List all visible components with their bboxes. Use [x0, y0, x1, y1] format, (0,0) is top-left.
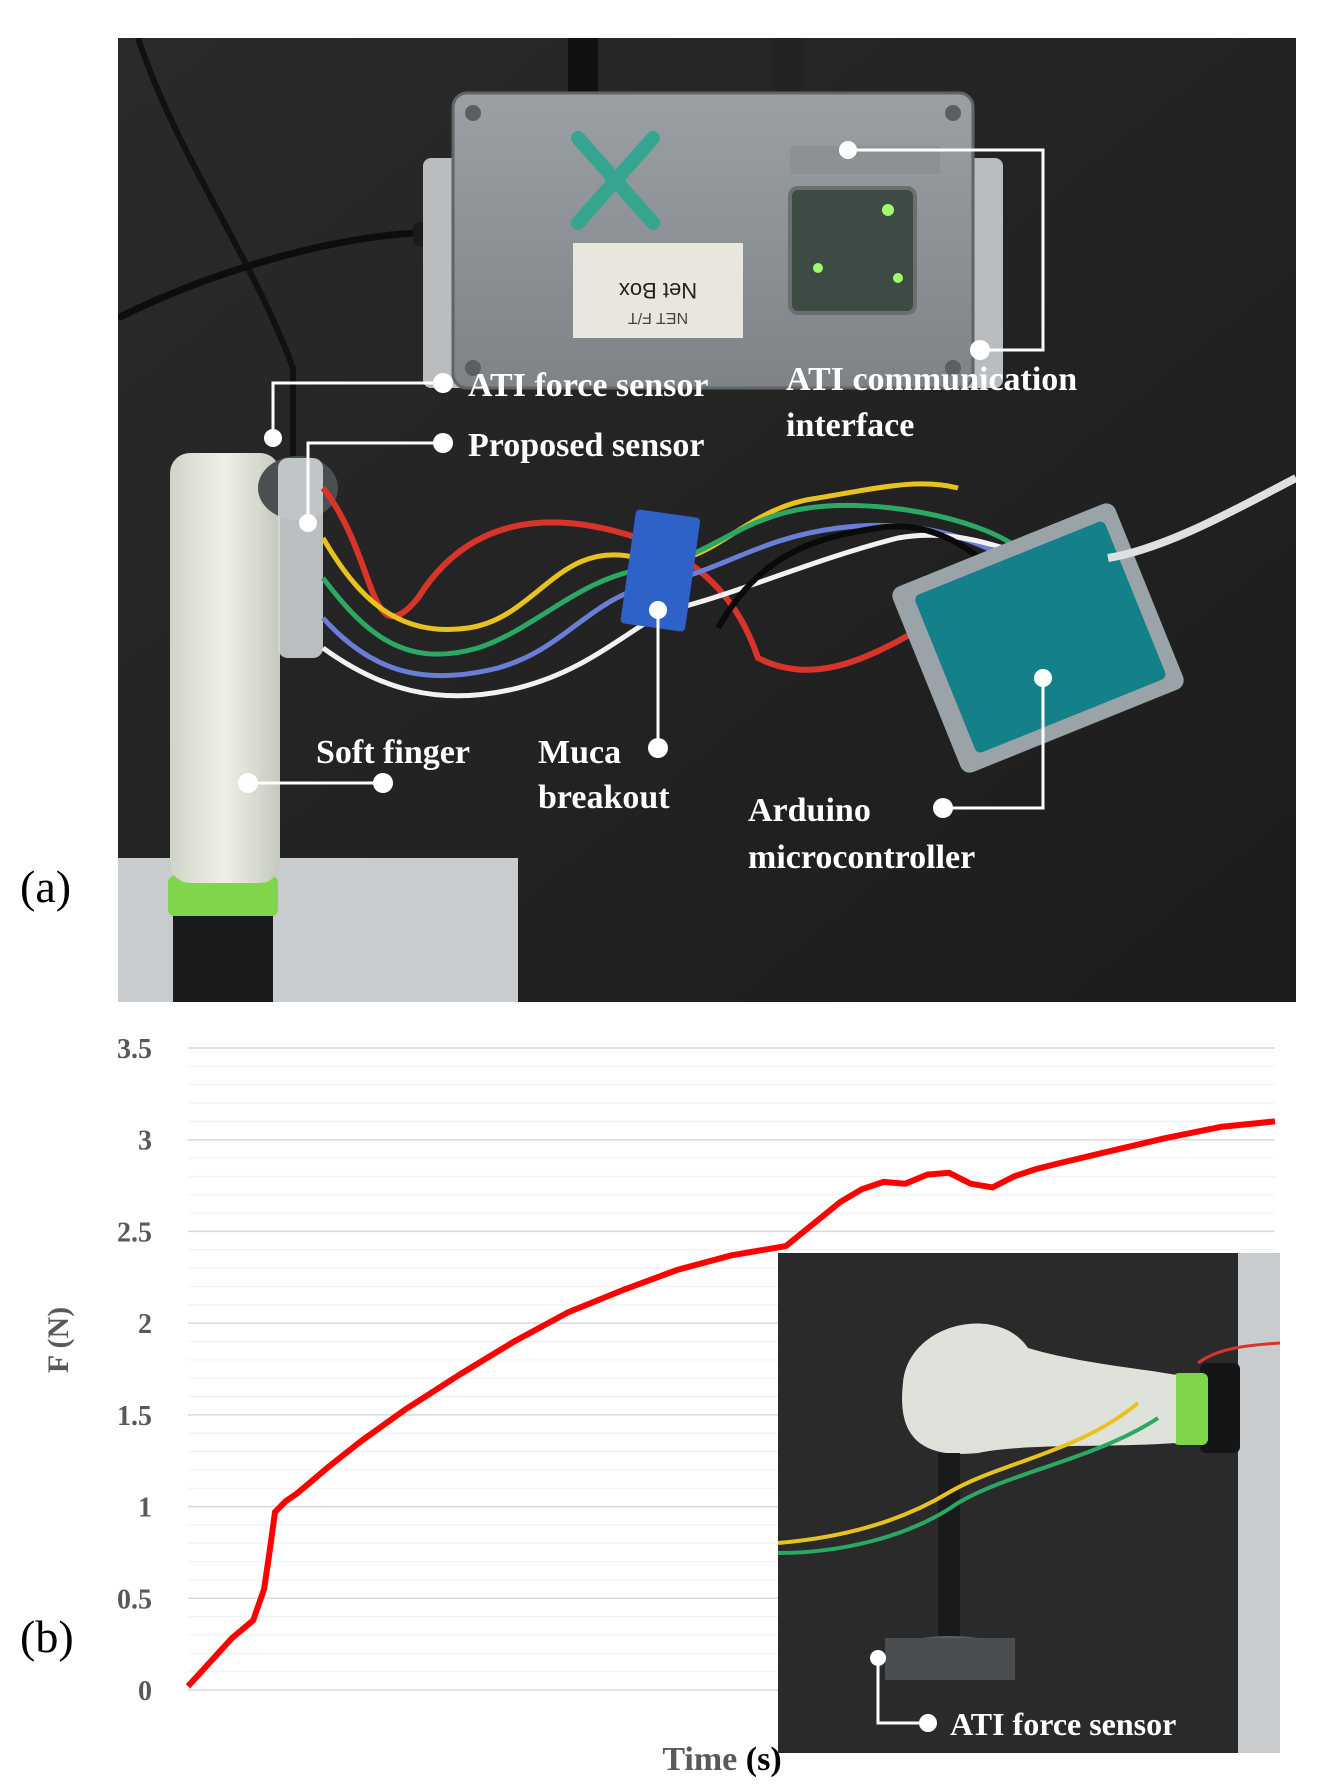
cable [135, 38, 296, 458]
inset-soft-finger [902, 1323, 1176, 1454]
callout-ati-force-sensor: ATI force sensor [468, 367, 708, 404]
panel-a-label: (a) [20, 861, 72, 912]
marker-x [571, 131, 660, 230]
leader-ati-comm [848, 148, 1045, 352]
callout-ati-comm-line2: interface [786, 407, 914, 444]
inset-side-plate [1238, 1253, 1280, 1753]
arduino-board [915, 521, 1166, 753]
y-axis-label: F (N) [42, 1307, 75, 1373]
callout-muca-line1: Muca [538, 734, 621, 771]
callout-arduino-line2: microcontroller [748, 839, 975, 876]
y-tick-label: 3.5 [117, 1034, 152, 1065]
status-led [813, 263, 823, 273]
callout-dot [238, 773, 258, 793]
inset-callout-dot [870, 1650, 886, 1666]
cable [118, 229, 419, 322]
y-tick-label: 0 [138, 1676, 152, 1707]
callout-dot [1034, 669, 1052, 687]
inset-wire [1197, 1341, 1280, 1365]
netbox-sticker [573, 243, 743, 338]
led-window [788, 186, 917, 315]
callout-dot [970, 340, 990, 360]
status-led [882, 204, 894, 216]
netbox-sticker-text: Net Box [619, 278, 697, 303]
force-series-line [185, 1118, 1276, 1689]
y-tick-label: 1.5 [117, 1401, 152, 1432]
callout-dot [373, 773, 393, 793]
panel-b-label: (b) [20, 1611, 74, 1662]
status-led [893, 273, 903, 283]
inset-ati-force-sensor-body [885, 1638, 1015, 1680]
finger-green-ring [168, 876, 278, 916]
x-axis-label-main: Time [662, 1741, 737, 1778]
y-tick-label: 0.5 [117, 1584, 152, 1615]
leader-ati-force [271, 381, 443, 438]
y-tick-labels: 0 0.5 1 1.5 2 2.5 3 3.5 [117, 1034, 152, 1707]
x-axis-label-unit: (s) [746, 1741, 782, 1778]
screw [945, 360, 961, 376]
inset-background [778, 1253, 1280, 1753]
x-axis-label: Time (s) [662, 1741, 781, 1778]
leader-arduino [943, 678, 1045, 810]
callout-dot [264, 429, 282, 447]
callout-dot [933, 798, 953, 818]
screw [945, 105, 961, 121]
y-tick-label: 1 [138, 1493, 152, 1524]
callout-arduino-line1: Arduino [748, 792, 871, 829]
inset-wire [778, 1416, 1160, 1555]
soft-finger [170, 453, 280, 883]
muca-board [620, 509, 701, 632]
proposed-sensor-array [278, 458, 323, 658]
screw [465, 360, 481, 376]
netft-sticker-text: NET F/T [628, 309, 688, 326]
finger-mount-black [173, 908, 273, 1002]
inset-callout-ati-force-sensor: ATI force sensor [950, 1706, 1176, 1742]
inset-finger-green-ring [1173, 1373, 1208, 1445]
leader-proposed [306, 441, 443, 523]
y-tick-label: 3 [138, 1126, 152, 1157]
inset-photo: ATI force sensor [778, 1253, 1280, 1753]
setup-photo: Net Box NET F/T [118, 38, 1296, 1002]
usb-cable [1107, 474, 1296, 562]
inset-wire [778, 1401, 1140, 1545]
y-tick-label: 2.5 [117, 1217, 152, 1248]
callout-dot [648, 738, 668, 758]
screw [465, 105, 481, 121]
callout-muca-line2: breakout [538, 779, 670, 816]
inset-sensor-post [938, 1453, 960, 1643]
inset-leader [876, 1658, 928, 1725]
callout-dot [433, 373, 453, 393]
inset-mount-black [1200, 1363, 1240, 1453]
inset-callout-dot [919, 1714, 937, 1732]
callout-proposed-sensor: Proposed sensor [468, 427, 704, 464]
callout-soft-finger: Soft finger [316, 734, 470, 771]
callout-dot [433, 433, 453, 453]
callout-ati-comm-line1: ATI communication [786, 361, 1077, 398]
callout-dot [839, 141, 857, 159]
callout-dot [299, 514, 317, 532]
y-tick-label: 2 [138, 1309, 152, 1340]
callout-dot [649, 601, 667, 619]
